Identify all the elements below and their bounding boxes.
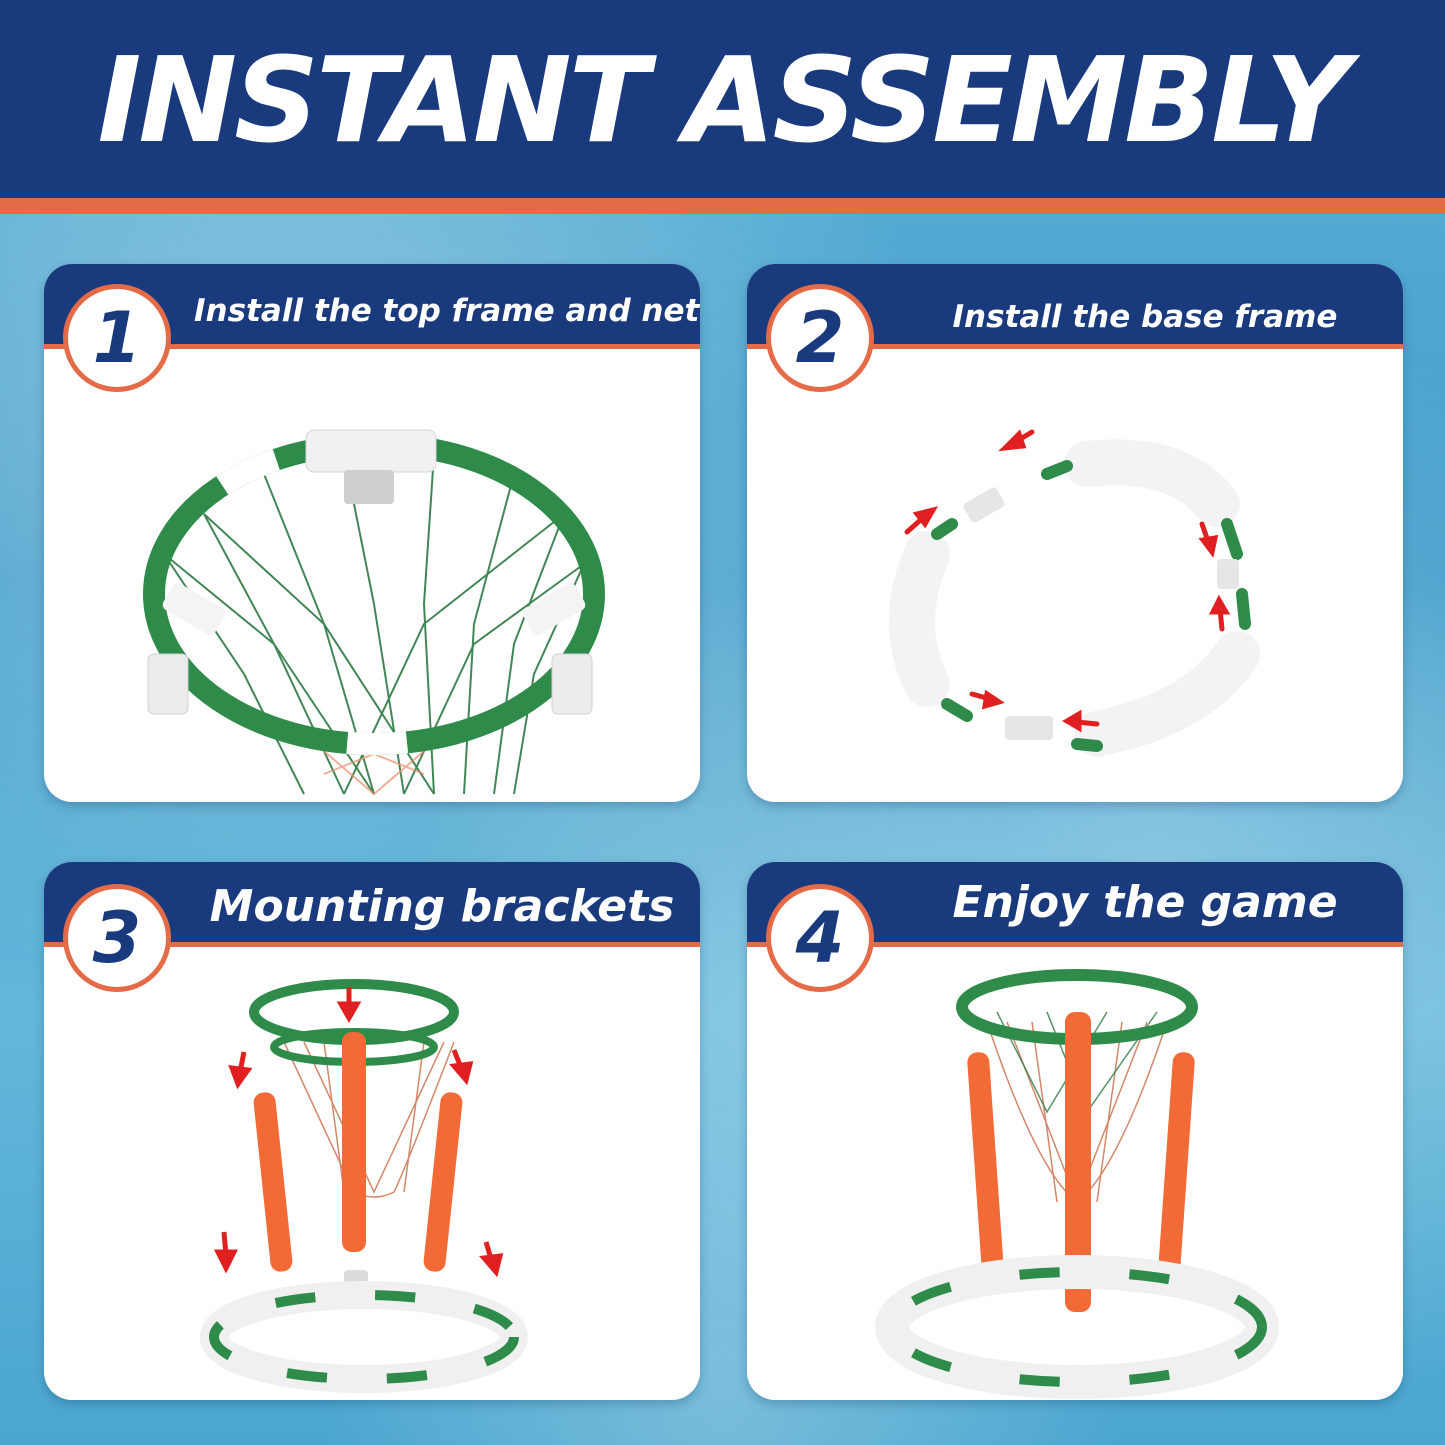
step-card-4: Enjoy the game bbox=[747, 862, 1403, 1400]
header-stripe bbox=[0, 198, 1445, 214]
step-number-badge: 3 bbox=[63, 884, 171, 992]
step-card-header-stripe bbox=[747, 942, 1403, 947]
header-banner bbox=[0, 0, 1445, 198]
step-label: Install the top frame and net bbox=[194, 293, 700, 329]
step-card-header-stripe bbox=[44, 344, 700, 349]
step-label: Mounting brackets bbox=[209, 881, 675, 932]
hoop-net-icon bbox=[143, 429, 605, 796]
hoop-net-icon bbox=[875, 969, 1279, 1399]
step-number-badge: 2 bbox=[766, 284, 874, 392]
step-number-badge: 1 bbox=[63, 284, 171, 392]
step-card-header-stripe bbox=[747, 344, 1403, 349]
step-card-header-stripe bbox=[44, 942, 700, 947]
page-title: INSTANT ASSEMBLY bbox=[97, 31, 1351, 169]
pole-icon bbox=[200, 979, 528, 1393]
step-label: Enjoy the game bbox=[952, 877, 1338, 928]
step-number-badge: 4 bbox=[766, 884, 874, 992]
step-label: Install the base frame bbox=[952, 299, 1338, 335]
base-frame-icon bbox=[889, 429, 1260, 757]
